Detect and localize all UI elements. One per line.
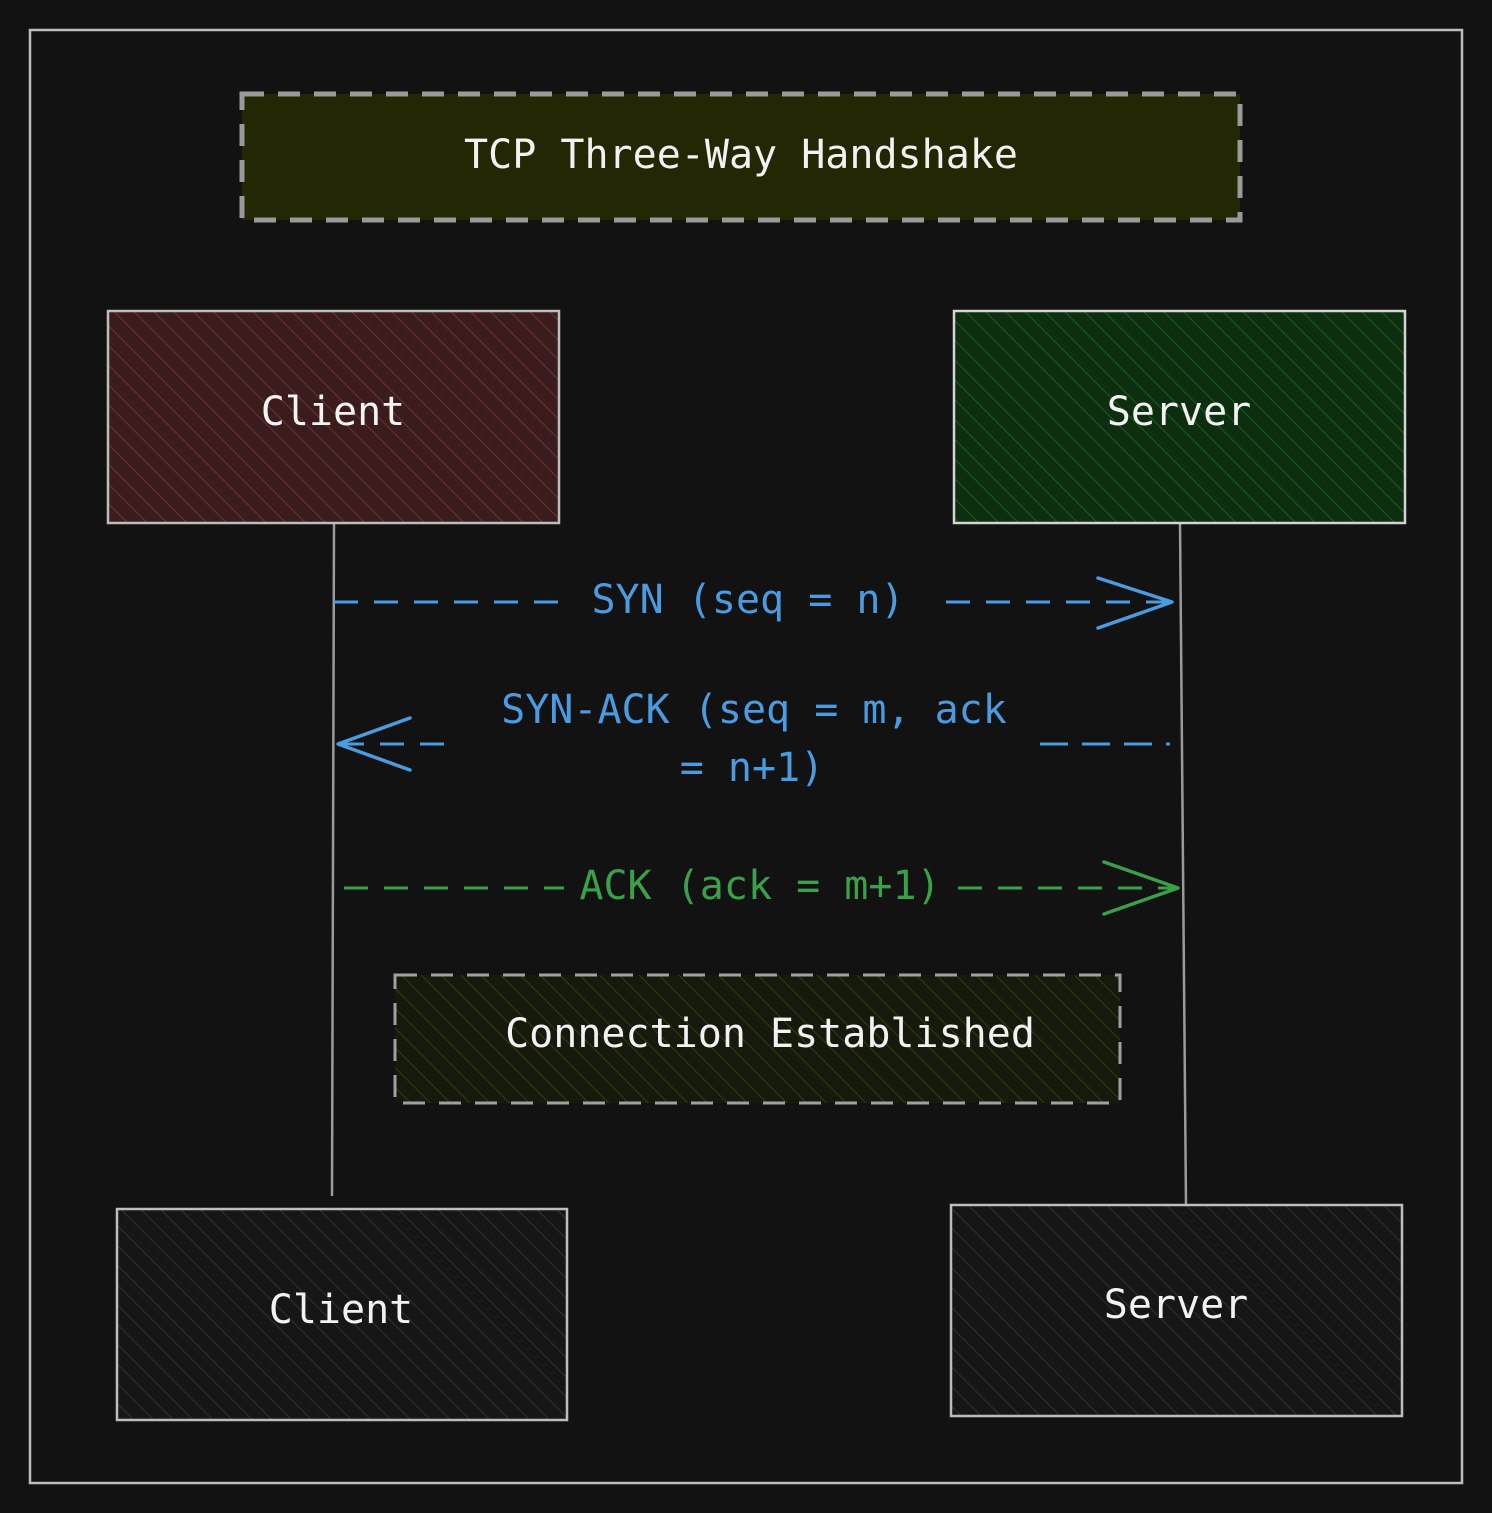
client-bottom-label: Client — [269, 1287, 414, 1333]
server-lifeline — [1178, 522, 1188, 1207]
client-top-label: Client — [261, 389, 406, 435]
client-box-bottom: Client — [115, 1207, 569, 1422]
ack-arrowhead — [1102, 860, 1180, 916]
server-box-top: Server — [952, 309, 1407, 525]
server-top-label: Server — [1107, 389, 1252, 435]
server-bottom-label: Server — [1104, 1282, 1249, 1328]
syn-message: SYN (seq = n) — [334, 576, 1174, 630]
synack-message: SYN-ACK (seq = m, ack = n+1) — [336, 687, 1170, 791]
synack-label-line2: = n+1) — [680, 745, 825, 791]
client-lifeline — [330, 522, 336, 1197]
title-box: TCP Three-Way Handshake — [239, 91, 1243, 223]
syn-arrowhead — [1096, 576, 1174, 630]
syn-label: SYN (seq = n) — [591, 577, 904, 623]
synack-label-line1: SYN-ACK (seq = m, ack — [501, 687, 1007, 733]
ack-message: ACK (ack = m+1) — [344, 860, 1180, 916]
client-box-top: Client — [106, 309, 561, 525]
server-box-bottom: Server — [949, 1203, 1404, 1418]
outer-frame — [28, 28, 1464, 1485]
connection-note-label: Connection Established — [505, 1011, 1035, 1057]
synack-arrowhead — [336, 716, 412, 772]
connection-note: Connection Established — [393, 973, 1122, 1105]
diagram-title: TCP Three-Way Handshake — [464, 132, 1018, 178]
ack-label: ACK (ack = m+1) — [579, 863, 940, 909]
